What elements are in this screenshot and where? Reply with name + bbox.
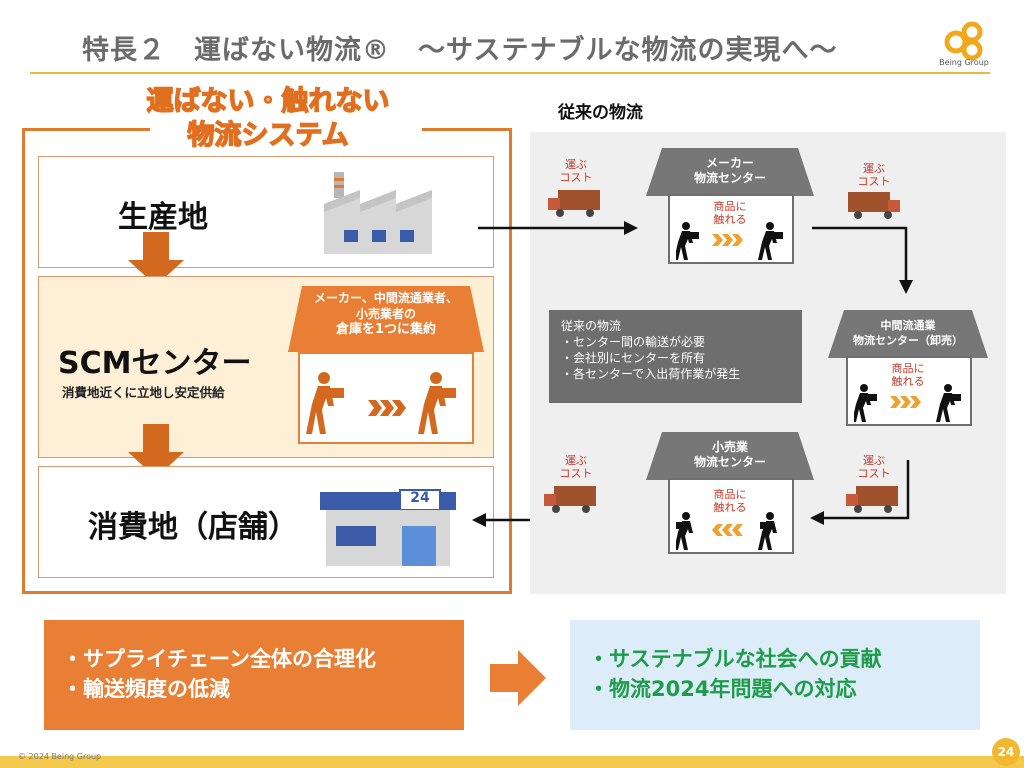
note-item: ・各センターで入出荷作業が発生 [561, 367, 741, 381]
retail-center-title: 小売業 物流センター [646, 440, 814, 470]
title-underline [30, 72, 990, 74]
conventional-label: 従来の物流 [558, 103, 643, 123]
outcome-item: ・サステナブルな社会への貢献 [588, 647, 882, 671]
cost-line1: 運ぶ [565, 454, 587, 467]
touch-line1: 商品に [713, 488, 747, 501]
wholesale-center-roof [828, 310, 988, 358]
maker-center-title: メーカー 物流センター [646, 156, 814, 186]
wholesale-center-title: 中間流通業 物流センター（卸売） [828, 318, 988, 348]
workers-icon [676, 512, 777, 550]
scm-house-line3: 倉庫を1つに集約 [335, 322, 437, 337]
maker-center-body [668, 194, 794, 264]
benefit-item: ・輸送頻度の低減 [62, 677, 230, 701]
cost-line2: コスト [559, 467, 593, 480]
note-item: ・センター間の輸送が必要 [561, 335, 706, 349]
consumption-label: 消費地（店舗） [88, 510, 298, 545]
touch-label: 商品に 触れる [878, 362, 938, 388]
cost-line2: コスト [857, 467, 891, 480]
maker-center-line2: 物流センター [693, 171, 766, 185]
arrow-right-icon [478, 221, 638, 235]
footer-bar [0, 756, 1024, 768]
maker-center-roof [646, 148, 814, 196]
arrow-down-right-icon [812, 226, 913, 294]
scm-house-text: メーカー、中間流通業者、 小売業者の 倉庫を1つに集約 [288, 290, 484, 338]
arrow-down-left-icon [810, 460, 910, 525]
retail-center-roof [646, 432, 814, 480]
store-icon [320, 489, 456, 566]
cost-line2: コスト [559, 171, 593, 184]
being-group-logo [944, 21, 983, 61]
cost-line1: 運ぶ [863, 454, 885, 467]
cost-label: 運ぶ コスト [556, 158, 596, 184]
touch-label: 商品に 触れる [700, 488, 760, 514]
benefit-item: ・サプライチェーン全体の合理化 [62, 647, 376, 671]
cost-line1: 運ぶ [565, 158, 587, 171]
retail-center-line1: 小売業 [711, 440, 748, 454]
truck-icon [848, 192, 900, 219]
touch-label: 商品に 触れる [700, 200, 760, 226]
touch-line1: 商品に [891, 362, 925, 375]
cost-line2: コスト [857, 175, 891, 188]
scm-house-line1: メーカー、中間流通業者、 [314, 291, 458, 305]
system-title-line1: 運ばない・触れない [146, 85, 391, 118]
right-arrow-icon [490, 650, 546, 706]
page-number: 24 [992, 738, 1020, 766]
truck-icon [544, 486, 596, 513]
production-label: 生産地 [118, 200, 208, 235]
benefits-box: ・サプライチェーン全体の合理化 ・輸送頻度の低減 [44, 620, 464, 730]
frame-gap [150, 122, 422, 136]
wholesale-center-line2: 物流センター（卸売） [853, 334, 963, 347]
workers-icon [676, 222, 783, 260]
touch-line2: 触れる [891, 375, 925, 388]
wholesale-center-body [846, 356, 972, 426]
wholesale-center-line1: 中間流通業 [880, 319, 936, 332]
truck-icon [548, 190, 600, 217]
note-title: 従来の物流 [561, 319, 622, 333]
maker-center-line1: メーカー [705, 156, 754, 170]
note-item: ・会社別にセンターを所有 [561, 351, 706, 365]
workers-icon [306, 372, 456, 434]
store-number: 24 [410, 490, 430, 506]
cost-label: 運ぶ コスト [854, 454, 894, 480]
retail-center-line2: 物流センター [693, 455, 766, 469]
down-arrow-icon [128, 232, 184, 286]
scm-subtitle: 消費地近くに立地し安定供給 [62, 385, 225, 400]
truck-icon [846, 486, 898, 513]
scm-house-roof [288, 286, 484, 352]
copyright: © 2024 Being Group [18, 752, 102, 761]
cost-line1: 運ぶ [863, 162, 885, 175]
outcomes-box: ・サステナブルな社会への貢献 ・物流2024年問題への対応 [570, 620, 980, 730]
touch-line2: 触れる [713, 213, 747, 226]
factory-icon [324, 172, 432, 254]
system-title: 運ばない・触れない 物流システム [118, 85, 418, 153]
system-title-line2: 物流システム [187, 119, 350, 152]
outcome-item: ・物流2024年問題への対応 [588, 677, 857, 701]
down-arrow-icon [128, 424, 184, 478]
scm-title: SCMセンター [58, 346, 252, 381]
touch-line2: 触れる [713, 501, 747, 514]
conventional-note: 従来の物流 ・センター間の輸送が必要 ・会社別にセンターを所有 ・各センターで入… [549, 310, 802, 403]
page-title: 特長２ 運ばない物流® ～サステナブルな物流の実現へ～ [82, 35, 838, 66]
workers-icon [854, 384, 961, 422]
touch-line1: 商品に [713, 200, 747, 213]
cost-label: 運ぶ コスト [556, 454, 596, 480]
logo-text: Being Group [939, 58, 989, 67]
cost-label: 運ぶ コスト [854, 162, 894, 188]
scm-house-line2: 小売業者の [355, 307, 416, 321]
